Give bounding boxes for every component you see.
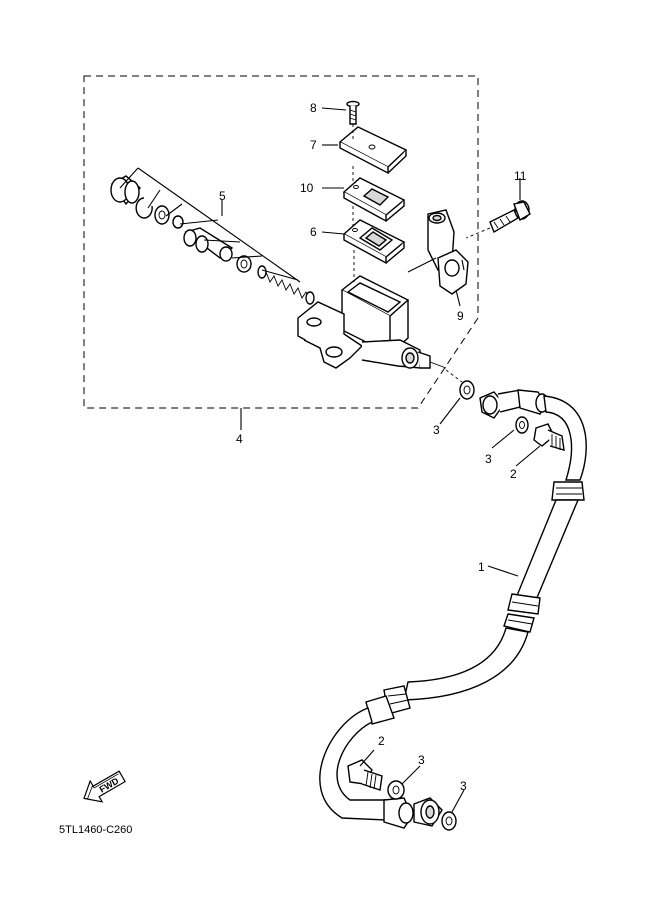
assembly-boundary	[83, 75, 479, 409]
union-bolt-part-2-lower	[347, 759, 383, 791]
callout-3-lower-b: 3	[460, 779, 467, 793]
callout-2-upper: 2	[510, 467, 517, 481]
screw-part-8	[346, 100, 360, 125]
callout-9: 9	[457, 309, 464, 323]
callout-3-upper: 3	[433, 423, 440, 437]
callout-2-lower: 2	[378, 734, 385, 748]
holder-part-9	[427, 209, 469, 295]
callout-3-lower-a: 3	[418, 753, 425, 767]
brake-hose-part-1	[319, 389, 587, 829]
cap-part-7	[338, 126, 408, 175]
master-cylinder-body	[297, 275, 447, 369]
bolt-part-11	[489, 200, 531, 234]
callout-7: 7	[310, 138, 317, 152]
callout-6: 6	[310, 225, 317, 239]
washer-part-3-lower-b	[441, 811, 457, 831]
union-bolt-part-2-upper	[515, 416, 565, 451]
callout-1: 1	[478, 560, 485, 574]
diaphragm-plate-part-10	[342, 177, 406, 223]
callout-10: 10	[300, 181, 314, 195]
callout-5-leader	[119, 167, 301, 283]
callout-11: 11	[514, 169, 527, 183]
callout-3-middle: 3	[485, 452, 492, 466]
washer-part-3-lower-a	[387, 780, 405, 800]
piston-kit-part-5	[110, 175, 315, 305]
leader-lines	[240, 107, 541, 813]
callout-5: 5	[219, 189, 226, 203]
diaphragm-part-6	[342, 219, 406, 265]
callout-4: 4	[236, 432, 243, 446]
fwd-arrow-icon: FWD	[83, 770, 126, 803]
diagram-code: 5TL1460-C260	[59, 824, 132, 836]
callout-8: 8	[310, 101, 317, 115]
washer-part-3-upper	[459, 380, 475, 400]
